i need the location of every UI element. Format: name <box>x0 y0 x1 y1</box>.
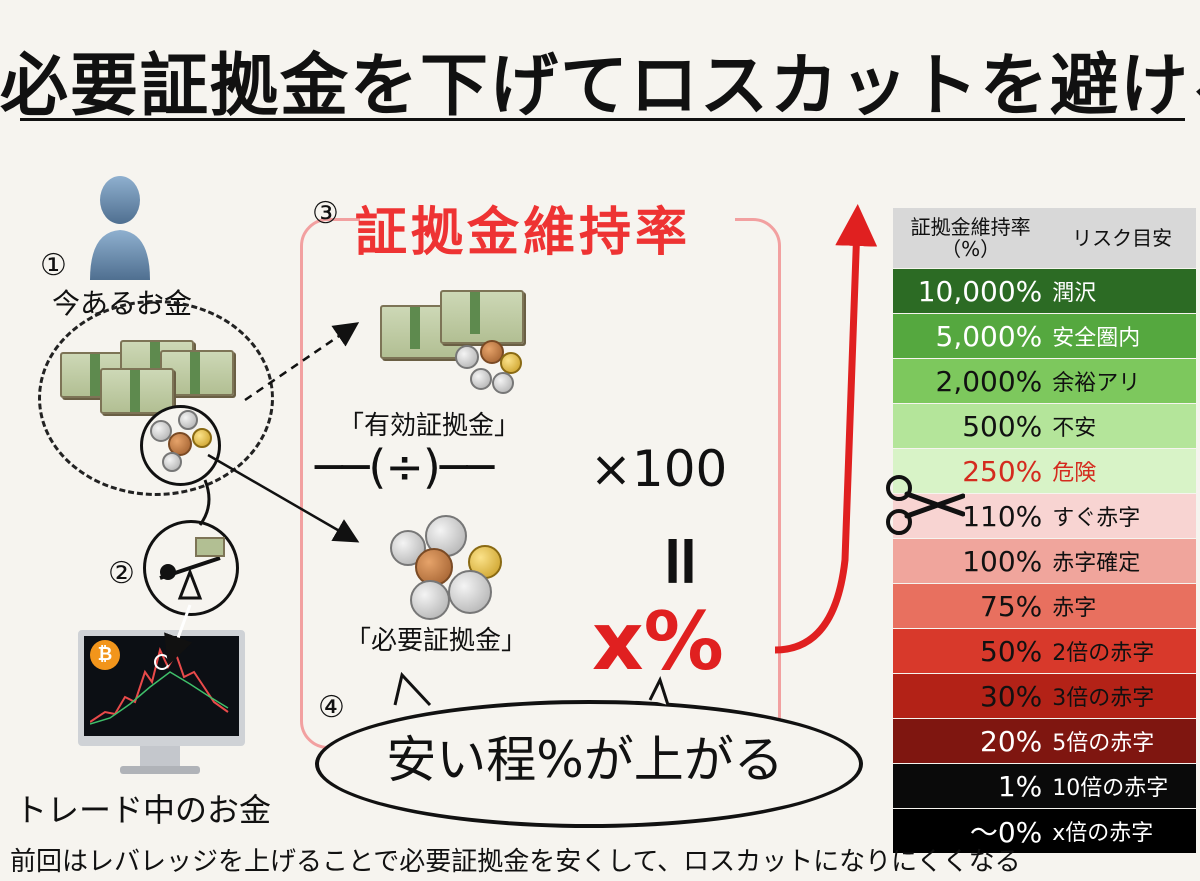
risk-row-rate: 2,000% <box>893 358 1049 404</box>
risk-row-rate: 5,000% <box>893 313 1049 359</box>
risk-row-level: 2倍の赤字 <box>1048 628 1196 674</box>
risk-row-level: 赤字 <box>1048 583 1196 629</box>
leverage-link <box>198 479 211 526</box>
step-3-marker: ③ <box>312 196 339 231</box>
risk-row-rate: 30% <box>893 673 1049 719</box>
rate-to-table-arrow <box>774 204 878 654</box>
coin-icon <box>455 345 479 369</box>
risk-row: 1%10倍の赤字 <box>893 763 1196 809</box>
page-title: 必要証拠金を下げてロスカットを避ける <box>0 47 1200 126</box>
trading-monitor <box>78 630 245 746</box>
result-percent: x% <box>592 595 724 688</box>
risk-row-level: 3倍の赤字 <box>1048 673 1196 719</box>
effective-margin-arrow <box>244 322 360 402</box>
trading-money-label: トレード中のお金 <box>15 791 272 829</box>
required-margin-label: 「必要証拠金」 <box>345 626 528 656</box>
required-margin-arrow <box>207 453 360 543</box>
risk-row-rate: 75% <box>893 583 1049 629</box>
banknote-icon <box>440 290 524 344</box>
division-line: ──(÷)── <box>315 440 494 494</box>
risk-row-level: すぐ赤字 <box>1048 493 1196 539</box>
header-rate: 証拠金維持率（%） <box>893 208 1049 269</box>
risk-row: 30%3倍の赤字 <box>893 673 1196 719</box>
risk-table-header: 証拠金維持率（%） リスク目安 <box>893 208 1196 269</box>
risk-row-rate: 1% <box>893 763 1049 809</box>
risk-row: 〜0%x倍の赤字 <box>893 808 1196 854</box>
coin-icon <box>500 352 522 374</box>
coin-icon <box>162 452 182 472</box>
money-group-ring <box>38 300 274 496</box>
person-icon <box>90 176 150 280</box>
risk-row-rate: 500% <box>893 403 1049 449</box>
risk-row: 10,000%潤沢 <box>893 268 1196 314</box>
step-1-marker: ① <box>40 248 67 283</box>
risk-row: 50%2倍の赤字 <box>893 628 1196 674</box>
risk-row-level: 安全圏内 <box>1048 313 1196 359</box>
risk-row-level: 赤字確定 <box>1048 538 1196 584</box>
trade-arrow <box>164 604 193 666</box>
risk-row: 20%5倍の赤字 <box>893 718 1196 764</box>
risk-row-level: 5倍の赤字 <box>1048 718 1196 764</box>
risk-row-level: 10倍の赤字 <box>1048 763 1196 809</box>
leverage-seesaw-icon <box>159 537 225 600</box>
risk-row-rate: 10,000% <box>893 268 1049 314</box>
footer-note: 前回はレバレッジを上げることで必要証拠金を安くして、ロスカットになりにくくなる <box>10 847 1021 877</box>
bubble-tails <box>393 671 670 707</box>
risk-row-level: 不安 <box>1048 403 1196 449</box>
coin-icon <box>178 410 198 430</box>
risk-row: 250%危険 <box>893 448 1196 494</box>
bracket-gap <box>360 210 735 224</box>
risk-row-rate: 20% <box>893 718 1049 764</box>
leverage-ring <box>143 520 239 616</box>
speech-bubble <box>315 700 863 828</box>
effective-margin-label: 「有効証拠金」 <box>338 411 521 441</box>
step-4-marker: ④ <box>318 690 345 725</box>
bitcoin-icon: ₿ <box>90 640 120 670</box>
risk-row-level: 潤沢 <box>1048 268 1196 314</box>
risk-row: 2,000%余裕アリ <box>893 358 1196 404</box>
risk-row-level: 余裕アリ <box>1048 358 1196 404</box>
risk-row: 75%赤字 <box>893 583 1196 629</box>
risk-row: 110%すぐ赤字 <box>893 493 1196 539</box>
times-100: ×100 <box>590 440 728 498</box>
coin-icon <box>492 372 514 394</box>
risk-row-rate: 50% <box>893 628 1049 674</box>
price-chart-icon <box>90 647 229 725</box>
coin-icon <box>448 570 492 614</box>
risk-row-rate: 250% <box>893 448 1049 494</box>
header-risk: リスク目安 <box>1048 208 1196 269</box>
coin-icon <box>150 420 172 442</box>
monitor-base <box>120 766 200 774</box>
coin-icon <box>410 580 450 620</box>
monitor-stand <box>140 746 180 768</box>
coin-icon <box>470 368 492 390</box>
banknote-icon <box>100 368 174 414</box>
margin-rate-title: 証拠金維持率 <box>355 203 692 263</box>
risk-row: 5,000%安全圏内 <box>893 313 1196 359</box>
risk-row-rate: 100% <box>893 538 1049 584</box>
risk-row-rate: 110% <box>893 493 1049 539</box>
risk-row: 500%不安 <box>893 403 1196 449</box>
risk-row-level: x倍の赤字 <box>1048 808 1196 854</box>
coin-icon <box>192 428 212 448</box>
scissors-icon <box>886 475 965 535</box>
step-2-marker: ② <box>108 556 135 591</box>
risk-row-rate: 〜0% <box>893 808 1049 854</box>
risk-row-level: 危険 <box>1048 448 1196 494</box>
bubble-message: 安い程%が上がる <box>386 731 784 789</box>
risk-row: 100%赤字確定 <box>893 538 1196 584</box>
title-underline <box>20 118 1185 121</box>
